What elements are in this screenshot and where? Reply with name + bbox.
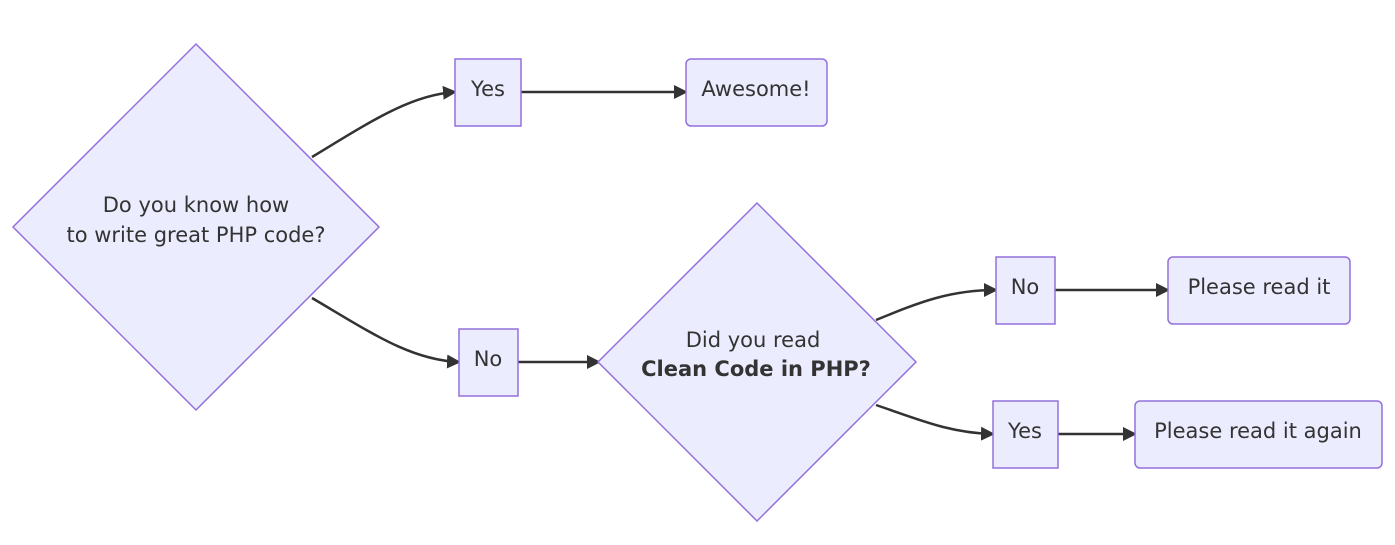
label-node-no-right: No — [995, 256, 1056, 325]
label-box-yes-right — [992, 400, 1059, 469]
result-box-please-read-it — [1167, 256, 1351, 325]
label-node-yes-right: Yes — [992, 400, 1059, 469]
result-box-awesome — [685, 58, 828, 127]
label-no-middle-text: No — [474, 347, 503, 371]
edge-question-clean-code-to-no — [875, 283, 998, 322]
label-box-no-middle — [458, 328, 519, 397]
decision-diamond-clean-code — [596, 201, 918, 523]
result-node-awesome: Awesome! — [685, 58, 828, 127]
decision-node-php-code: Do you know how to write great PHP code? — [11, 42, 381, 412]
label-box-yes-top — [454, 58, 522, 127]
decision-diamond-php-code — [11, 42, 381, 412]
edge-question-php-to-no — [311, 296, 461, 369]
edge-question-clean-code-to-yes — [875, 403, 995, 441]
result-please-read-it-text: Please read it — [1188, 275, 1331, 299]
result-awesome-text: Awesome! — [701, 77, 810, 101]
result-box-please-read-it-again — [1134, 400, 1383, 469]
label-yes-top-text: Yes — [470, 77, 505, 101]
decision-clean-code-line-2: Clean Code in PHP? — [641, 357, 871, 381]
decision-php-code-line-1: Do you know how — [103, 193, 289, 217]
label-box-no-right — [995, 256, 1056, 325]
decision-clean-code-line-1: Did you read — [686, 328, 821, 352]
label-node-yes-top: Yes — [454, 58, 522, 127]
label-yes-right-text: Yes — [1007, 419, 1042, 443]
label-no-right-text: No — [1011, 275, 1040, 299]
label-node-no-middle: No — [458, 328, 519, 397]
edge-question-php-to-yes — [311, 85, 457, 159]
edges-layer — [311, 85, 1170, 441]
result-node-please-read-it-again: Please read it again — [1134, 400, 1383, 469]
decision-node-clean-code: Did you read Clean Code in PHP? — [596, 201, 918, 523]
result-please-read-it-again-text: Please read it again — [1154, 419, 1362, 443]
result-node-please-read-it: Please read it — [1167, 256, 1351, 325]
decision-php-code-line-2: to write great PHP code? — [66, 223, 325, 247]
